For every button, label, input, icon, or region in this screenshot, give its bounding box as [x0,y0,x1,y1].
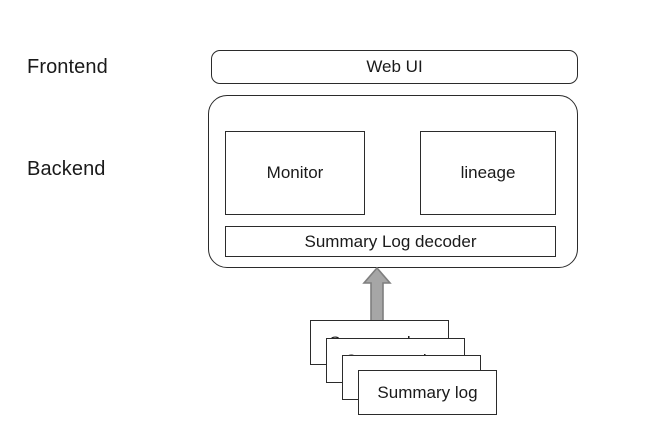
tier-label-backend: Backend [27,158,106,180]
summary-log-front-label: Summary log [377,382,478,402]
lineage-label: lineage [460,163,516,183]
summary-log-decoder-box[interactable]: Summary Log decoder [225,226,556,257]
monitor-label: Monitor [266,163,324,183]
lineage-box[interactable]: lineage [420,131,556,215]
arrow-shape [362,266,392,322]
web-ui-box[interactable]: Web UI [211,50,578,84]
tier-label-frontend: Frontend [27,56,108,78]
upward-flow-arrow-icon [362,266,392,322]
summary-log-decoder-label: Summary Log decoder [304,231,477,251]
web-ui-label: Web UI [366,57,423,77]
summary-log-card-front[interactable]: Summary log [358,370,497,415]
monitor-box[interactable]: Monitor [225,131,365,215]
